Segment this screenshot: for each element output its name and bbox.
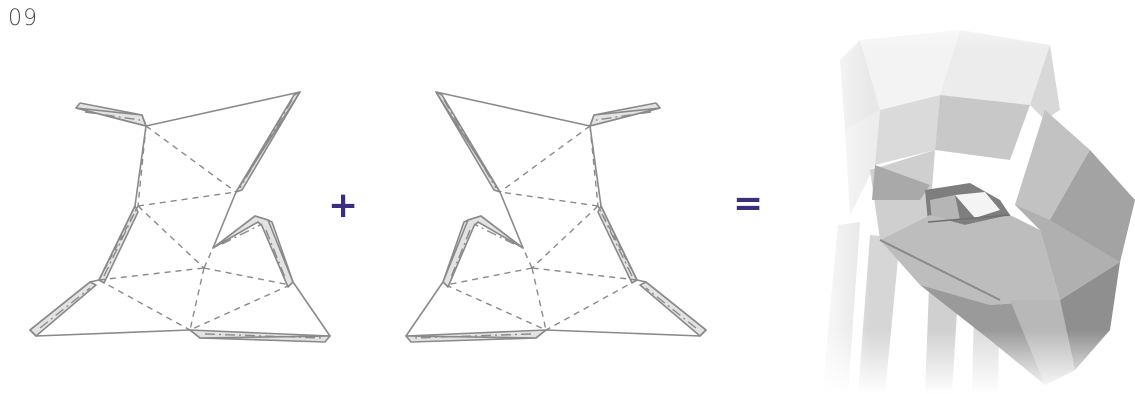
glue-tabs	[29, 91, 331, 343]
plus-operator: +	[328, 185, 359, 226]
glue-tabs-right	[405, 91, 707, 343]
equals-operator: =	[733, 183, 764, 224]
right-mountain-folds	[413, 99, 697, 339]
right-template	[405, 91, 707, 343]
left-template	[29, 91, 331, 343]
assembled-model	[810, 0, 1135, 394]
left-mountain-folds	[39, 99, 323, 339]
step-number: 09	[8, 6, 38, 31]
right-valley-folds	[445, 125, 638, 331]
